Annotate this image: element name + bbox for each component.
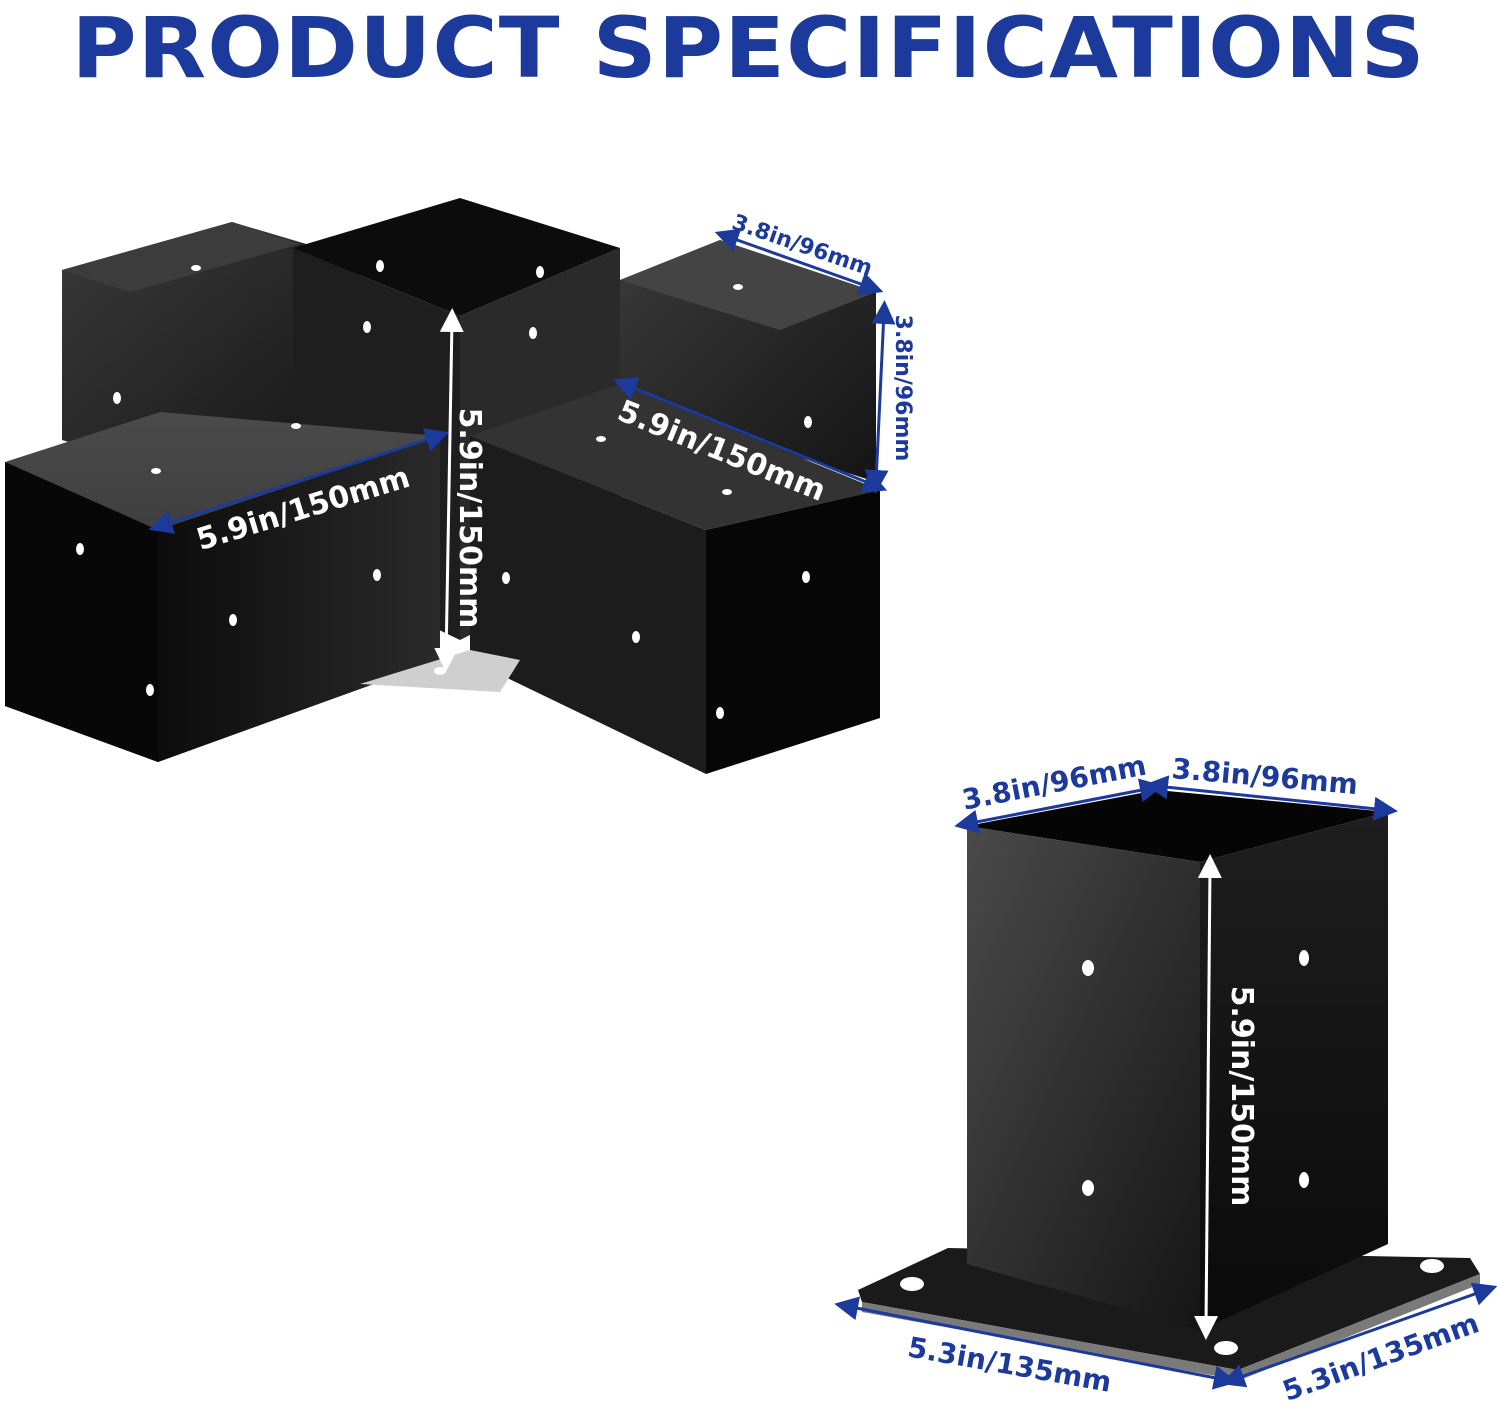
svg-text:5.9in/150mm: 5.9in/150mm [452,408,487,629]
svg-text:3.8in/96mm: 3.8in/96mm [890,315,915,462]
svg-text:3.8in/96mm: 3.8in/96mm [1170,752,1359,801]
post-dim-top-right: 3.8in/96mm [1170,752,1359,801]
bracket-dim-vertical: 5.9in/150mm [452,408,487,629]
post-dim-height: 5.9in/150mm [1224,986,1259,1207]
bracket-dim-side-height: 3.8in/96mm [890,315,915,462]
post-dimension-lines [834,775,1497,1390]
bracket-illustration [5,198,880,774]
bracket-dimension-lines [148,228,896,672]
svg-text:5.9in/150mm: 5.9in/150mm [1224,986,1259,1207]
page-title: PRODUCT SPECIFICATIONS [71,0,1426,97]
post-base-illustration [858,790,1480,1380]
